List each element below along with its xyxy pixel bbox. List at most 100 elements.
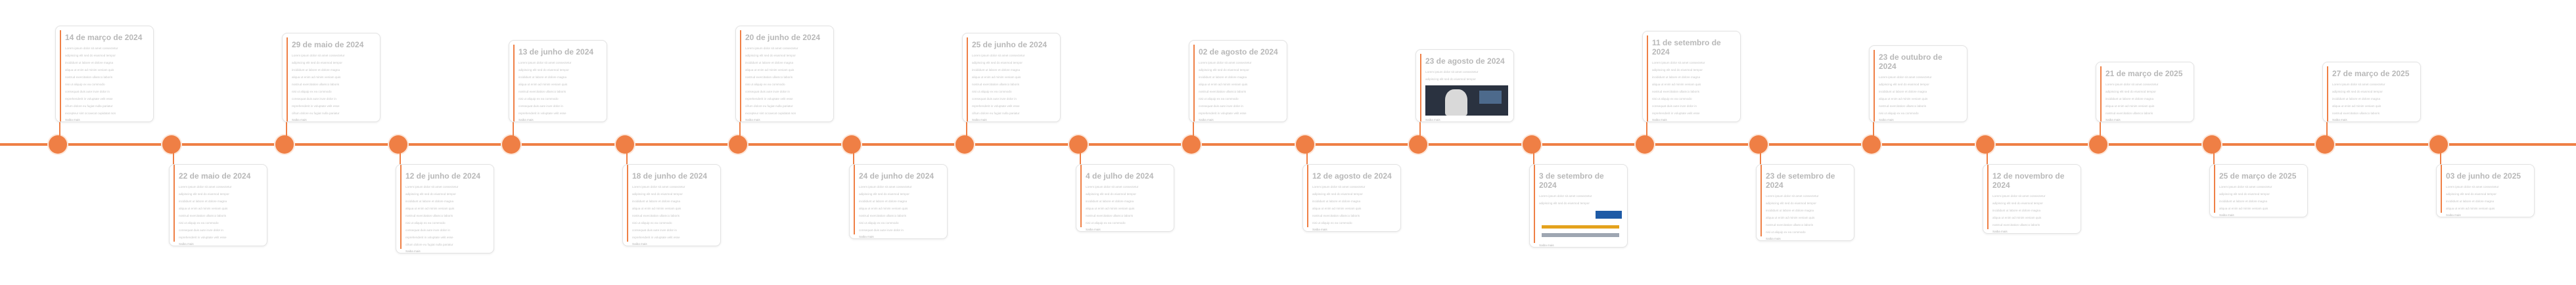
read-more-link[interactable]: Saiba mais [2332,118,2347,121]
event-text-line: Lorem ipsum dolor sit amet consectetur [1199,61,1252,64]
event-text-line: adipiscing elit sed do eiusmod tempor [2219,192,2270,196]
timeline-dot[interactable] [502,135,520,154]
read-more-link[interactable]: Saiba mais [1766,237,1781,240]
event-text-line: adipiscing elit sed do eiusmod tempor [1879,83,1929,86]
read-more-link[interactable]: Saiba mais [1652,118,1667,121]
event-text-line: nisi ut aliquip ex ea commodo [745,83,785,86]
event-date: 12 de novembro de 2024 [1992,171,2065,190]
event-text-line: incididunt ut labore et dolore magna [2332,97,2381,100]
read-more-link[interactable]: Saiba mais [292,118,307,121]
timeline-dot[interactable] [616,135,634,154]
read-more-link[interactable]: Saiba mais [405,250,421,253]
timeline-dot[interactable] [2203,135,2221,154]
read-more-link[interactable]: Saiba mais [972,118,987,121]
read-more-link[interactable]: Saiba mais [1879,118,1894,121]
event-text-line: adipiscing elit sed do eiusmod tempor [1425,77,1476,81]
event-text-line: incididunt ut labore et dolore magna [1312,200,1361,203]
timeline-dot[interactable] [1636,135,1654,154]
read-more-link[interactable]: Saiba mais [65,118,80,121]
timeline-dot[interactable] [1296,135,1314,154]
timeline-dot[interactable] [1749,135,1768,154]
timeline-dot[interactable] [2316,135,2334,154]
read-more-link[interactable]: Saiba mais [1312,228,1327,231]
event-text-line: nostrud exercitation ullamco laboris [292,83,340,86]
event-text-line: reprehenderit in voluptate velit esse [405,236,453,239]
timeline-dot[interactable] [275,135,294,154]
timeline-dot[interactable] [389,135,407,154]
event-text-line: nostrud exercitation ullamco laboris [1766,223,1814,227]
read-more-link[interactable]: Saiba mais [632,242,647,246]
read-more-link[interactable]: Saiba mais [2219,213,2234,217]
read-more-link[interactable]: Saiba mais [1199,118,1214,121]
event-text-line: aliqua ut enim ad minim veniam quis [65,68,114,72]
timeline-dot[interactable] [162,135,181,154]
event-text-line: nostrud exercitation ullamco laboris [1199,90,1247,93]
event-text-line: incididunt ut labore et dolore magna [1086,200,1134,203]
event-text-line: cillum dolore eu fugiat nulla pariatur [292,112,340,115]
read-more-link[interactable]: Saiba mais [1992,230,2008,233]
event-text-line: nisi ut aliquip ex ea commodo [405,221,446,225]
read-more-link[interactable]: Saiba mais [1425,118,1440,121]
timeline-connector [1646,122,1647,144]
read-more-link[interactable]: Saiba mais [179,242,194,246]
timeline-connector [513,122,514,144]
timeline-dot[interactable] [1976,135,1994,154]
event-text-line: aliqua ut enim ad minim veniam quis [2446,207,2495,210]
event-date: 25 de março de 2025 [2219,171,2297,181]
timeline-dot[interactable] [1523,135,1541,154]
timeline-dot[interactable] [729,135,747,154]
timeline-dot[interactable] [49,135,67,154]
card-accent-bar [1193,45,1195,121]
event-text-line: nisi ut aliquip ex ea commodo [859,221,899,225]
event-text-line: reprehenderit in voluptate velit esse [518,112,566,115]
timeline-dot[interactable] [1182,135,1201,154]
event-text-line: nostrud exercitation ullamco laboris [972,83,1020,86]
read-more-link[interactable]: Saiba mais [1086,228,1101,231]
timeline-dot[interactable] [1862,135,1881,154]
event-date: 18 de junho de 2024 [632,171,708,181]
read-more-link[interactable]: Saiba mais [2105,118,2121,121]
read-more-link[interactable]: Saiba mais [518,118,534,121]
event-text-line: aliqua ut enim ad minim veniam quis [518,83,568,86]
read-more-link[interactable]: Saiba mais [745,118,760,121]
logo-bar-graphic [1542,225,1619,229]
read-more-link[interactable]: Saiba mais [2446,213,2461,217]
read-more-link[interactable]: Saiba mais [859,235,874,238]
event-text-line: adipiscing elit sed do eiusmod tempor [2446,192,2496,196]
timeline-dot[interactable] [2089,135,2107,154]
timeline-dot[interactable] [1409,135,1427,154]
timeline-dot[interactable] [2429,135,2448,154]
timeline-dot[interactable] [955,135,974,154]
timeline-dot[interactable] [842,135,861,154]
event-text-line: consequat duis aute irure dolor in [405,229,450,232]
event-text-line: cillum dolore eu fugiat nulla pariatur [745,104,793,108]
event-text-line: Lorem ipsum dolor sit amet consectetur [1086,185,1139,188]
event-text-line: reprehenderit in voluptate velit esse [65,97,113,100]
event-text-line: nisi ut aliquip ex ea commodo [292,90,332,93]
read-more-link[interactable]: Saiba mais [1539,244,1554,247]
event-text-line: incididunt ut labore et dolore magna [292,68,340,72]
timeline-dot[interactable] [1069,135,1088,154]
